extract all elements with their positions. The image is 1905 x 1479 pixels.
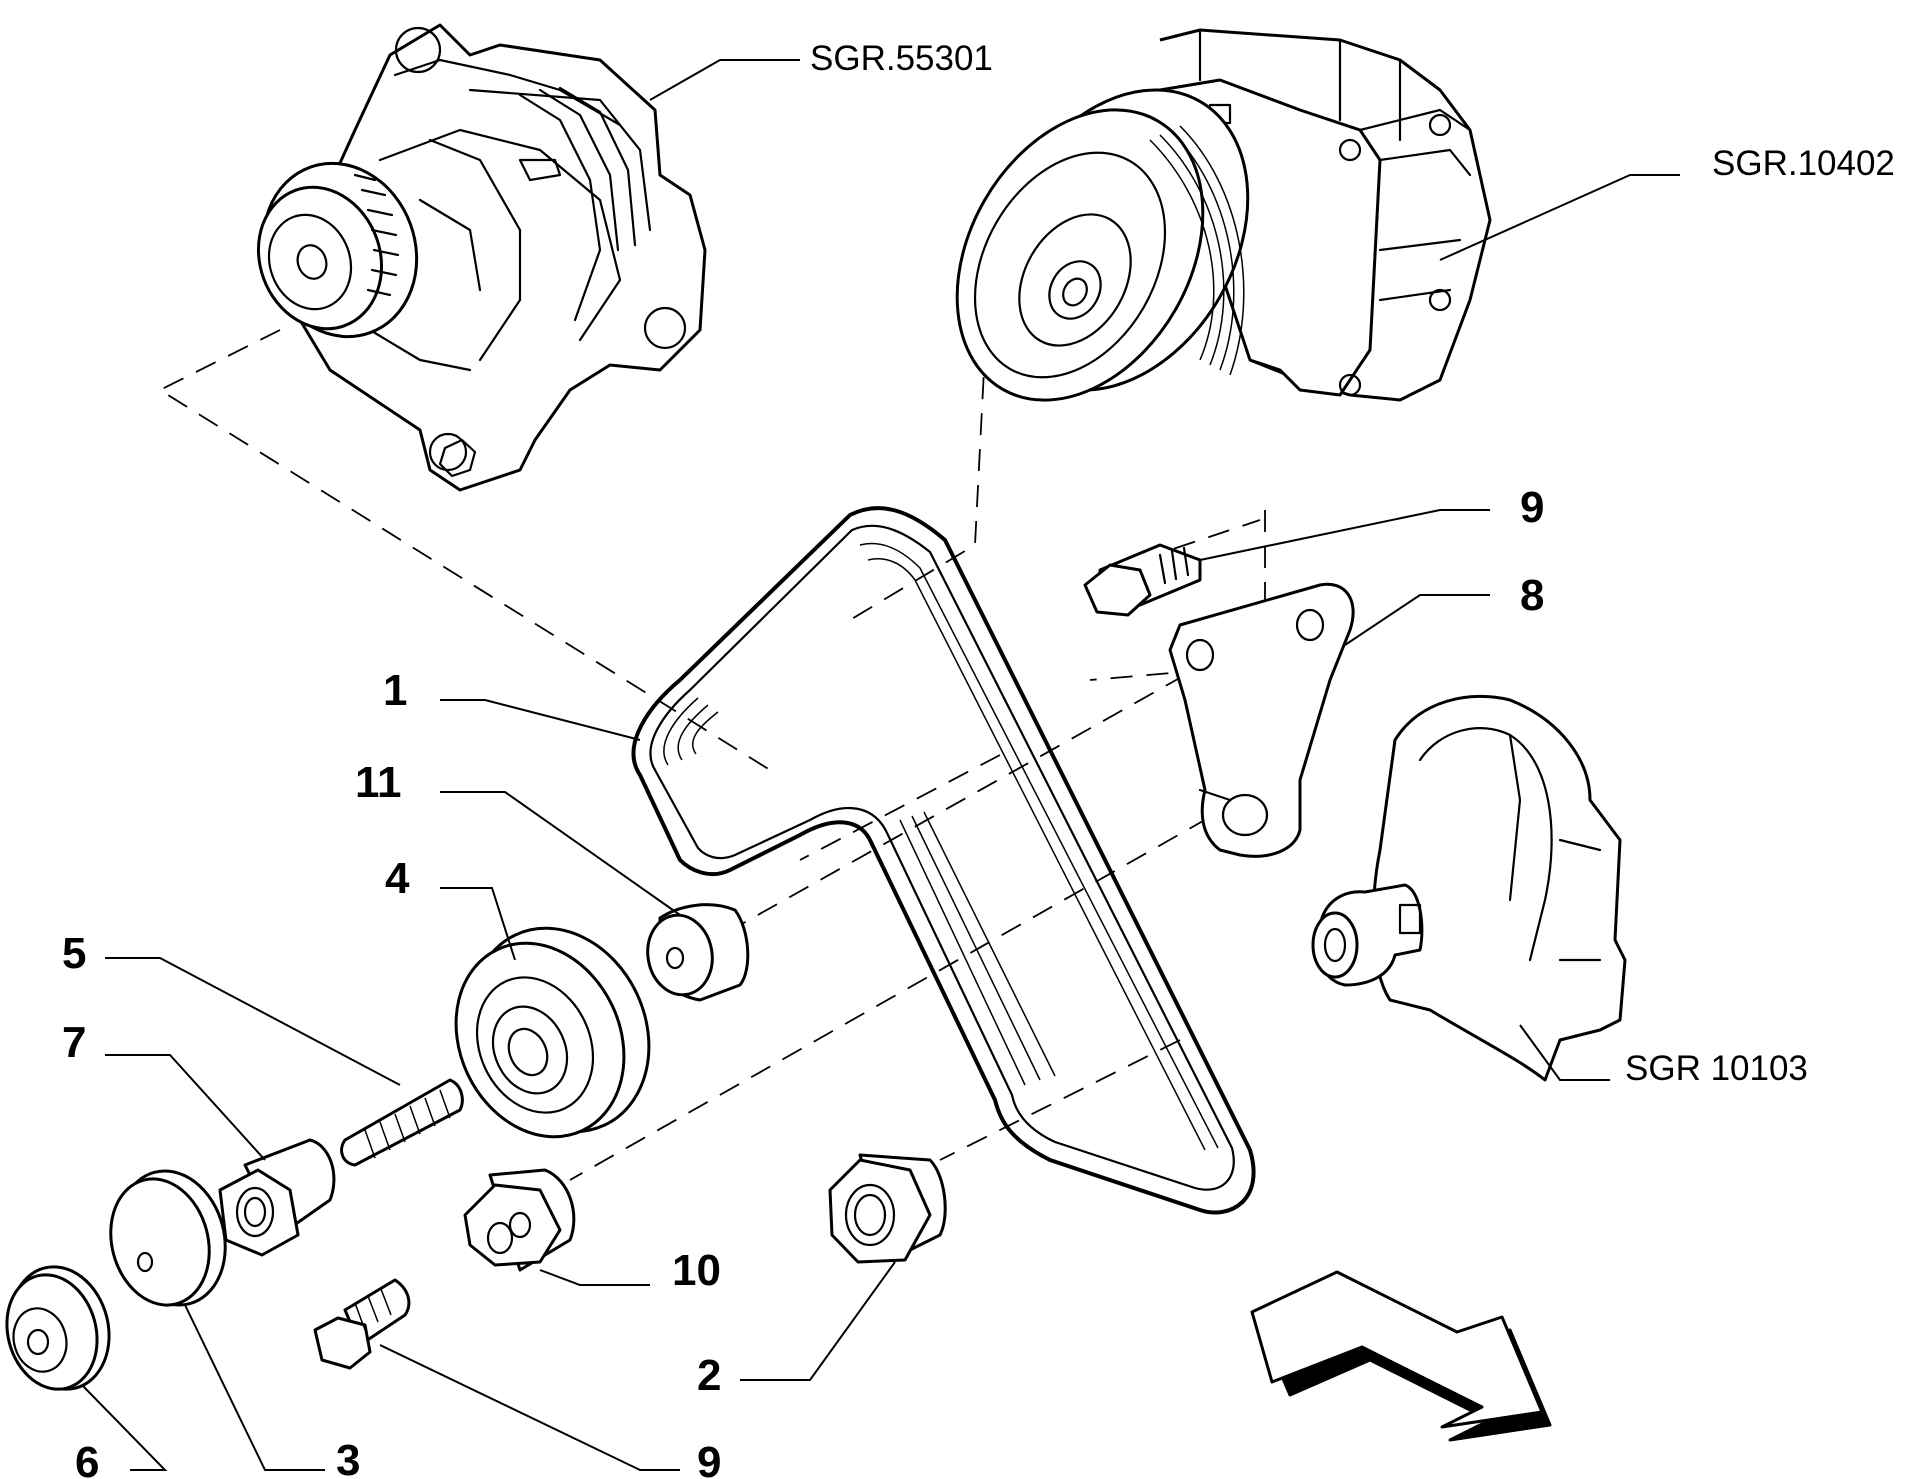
nut-2 [828,1153,947,1264]
leader-11 [440,791,681,916]
leader-3 [184,1304,325,1471]
callout-4: 4 [385,854,410,903]
poly-v-belt [631,506,1256,1215]
callout-7: 7 [62,1018,86,1067]
leader-6 [81,1384,168,1471]
callout-8: 8 [1520,571,1544,620]
ref-water-pump: SGR.10402 [1712,144,1895,183]
leader-2 [740,1261,896,1381]
callout-1: 1 [383,666,407,715]
callout-6: 6 [75,1438,99,1479]
callout-9-top: 9 [1520,483,1544,532]
assembly-dashed-lines [158,319,1266,1181]
washer-6 [5,1265,111,1391]
leader-4 [440,887,516,961]
leader-5 [105,957,401,1086]
leader-alternator [649,59,800,101]
callout-11: 11 [355,758,402,807]
flange-nut [218,1138,336,1257]
flanged-nut-10 [463,1168,576,1272]
leader-crankshaft [1519,1024,1610,1081]
leader-7 [105,1054,266,1161]
direction-arrow [1250,1270,1552,1442]
callout-10: 10 [672,1246,721,1295]
threaded-stud [340,1078,464,1167]
bolt-top [1083,543,1202,617]
bracket [1168,582,1355,858]
alternator [256,23,707,492]
callout-3: 3 [336,1436,360,1479]
leader-water-pump [1439,174,1680,261]
ref-crankshaft: SGR 10103 [1625,1049,1808,1088]
water-pump [955,28,1492,402]
leader-9-top [1199,509,1490,561]
bolt-bottom [313,1278,411,1370]
crankshaft [1311,694,1627,1082]
leader-9-bottom [379,1344,680,1471]
callout-2: 2 [697,1351,721,1400]
spacer [646,903,750,1002]
leader-8 [1344,594,1490,646]
callout-9-bottom: 9 [697,1438,721,1479]
ref-alternator: SGR.55301 [810,39,993,78]
callout-5: 5 [62,929,86,978]
leader-10 [539,1269,650,1286]
idler-pulley [454,926,651,1139]
leader-1 [440,699,641,741]
washer-3 [109,1169,227,1307]
